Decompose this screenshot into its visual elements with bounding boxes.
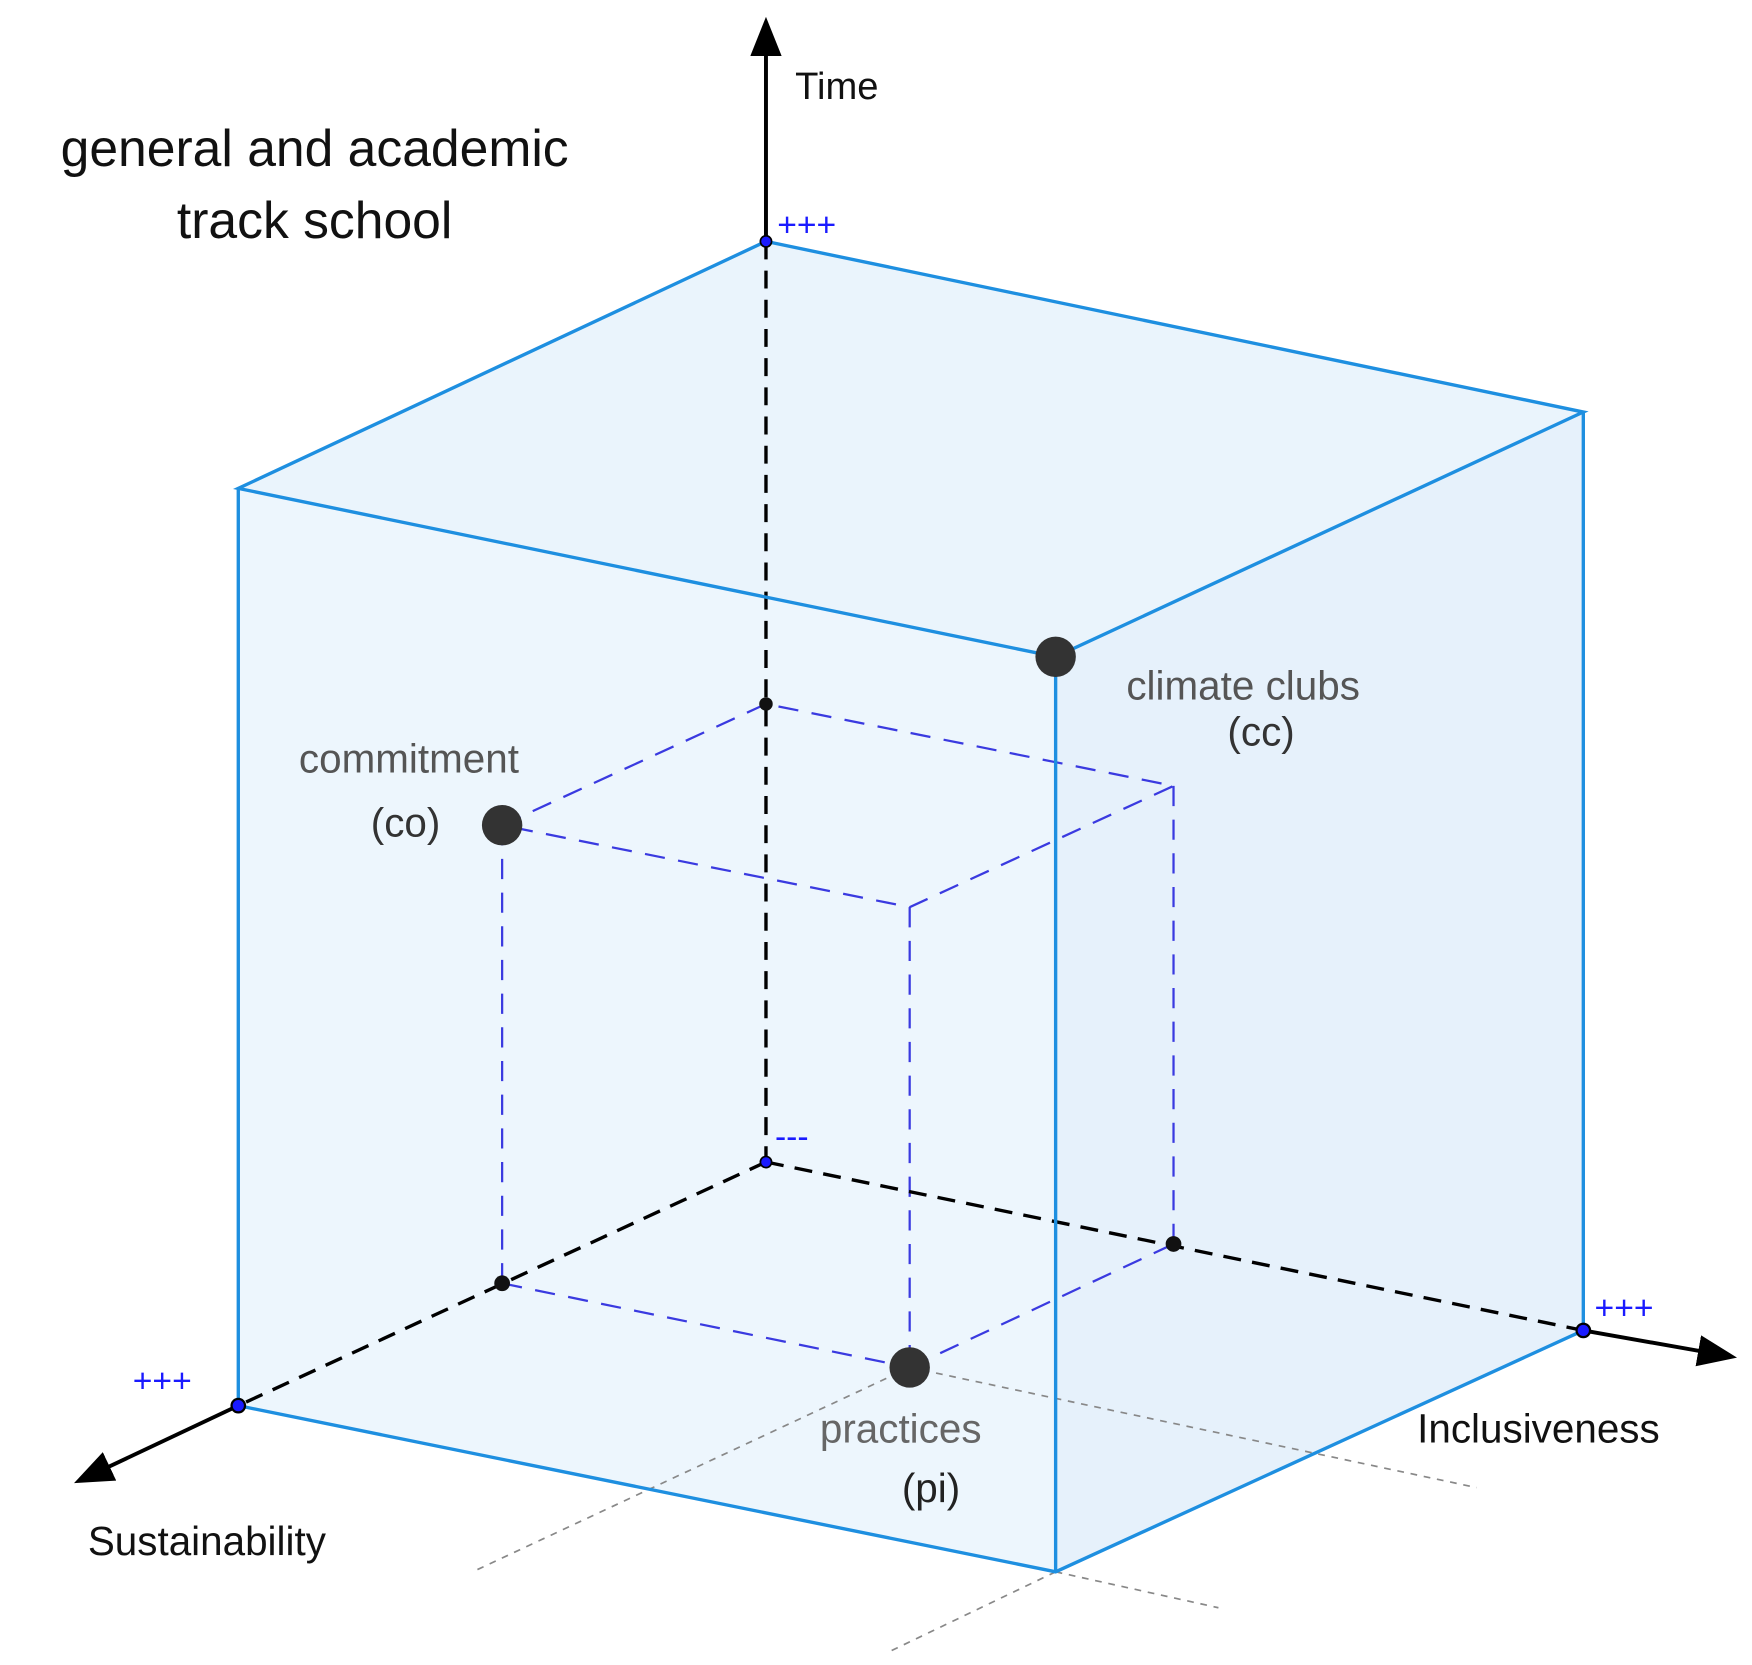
commitment-abbr: (co) (371, 799, 441, 845)
climate-clubs-label: climate clubs (1126, 662, 1360, 708)
inclusiveness-axis (1582, 1328, 1738, 1367)
time-high-mark: +++ (777, 207, 836, 244)
origin-low-mark: --- (775, 1118, 809, 1155)
projection-lines (477, 1366, 1477, 1654)
vertex-dots (230, 234, 1592, 1414)
sustainability-axis (74, 1403, 240, 1484)
diagram-title-line-2: track school (177, 191, 452, 249)
inclusiveness-axis-label: Inclusiveness (1417, 1406, 1660, 1452)
diagram-title-line-1: general and academic (61, 119, 569, 177)
sustainability-axis-label: Sustainability (88, 1518, 327, 1564)
practices-abbr: (pi) (902, 1465, 960, 1511)
practices-label: practices (820, 1406, 982, 1452)
inner-cube (501, 702, 1178, 1369)
sustainability-high-mark: +++ (133, 1363, 192, 1400)
cube-top-face (238, 241, 1584, 657)
point-commitment (481, 804, 523, 846)
climate-clubs-abbr: (cc) (1227, 708, 1294, 754)
inclusiveness-high-mark: +++ (1595, 1290, 1654, 1327)
commitment-label: commitment (299, 735, 519, 781)
cube-right-face (1055, 412, 1584, 1572)
point-climate-clubs (1035, 636, 1076, 678)
cube-left-face (238, 488, 1056, 1572)
point-practices (889, 1347, 930, 1388)
time-axis-label: Time (795, 65, 878, 108)
